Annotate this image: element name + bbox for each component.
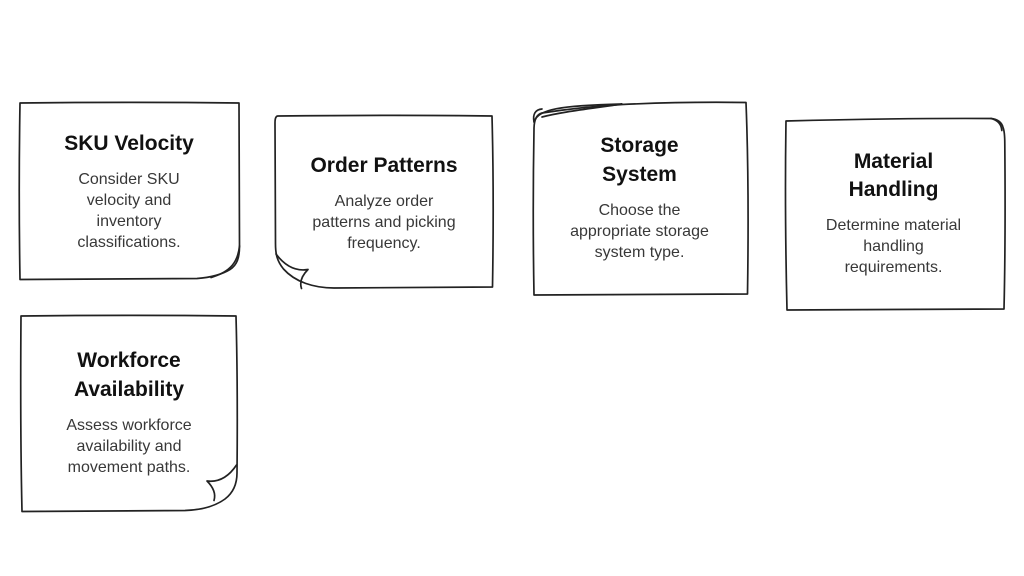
- note-title: SKU Velocity: [64, 132, 194, 156]
- sticky-note-workforce-availability: Workforce Availability Assess workforce …: [15, 313, 243, 513]
- note-title: Order Patterns: [310, 153, 458, 177]
- sticky-note-shape: [19, 314, 239, 513]
- note-content: Workforce Availability Assess workforce …: [15, 347, 243, 478]
- note-title: Material Handling: [848, 149, 939, 202]
- note-content: Storage System Choose the appropriate st…: [526, 132, 753, 263]
- note-title: Storage System: [600, 134, 679, 186]
- note-body: Determine material handling requirements…: [825, 217, 962, 277]
- note-title: Workforce Availability: [73, 349, 185, 401]
- note-content: Order Patterns Analyze order patterns an…: [270, 152, 498, 255]
- sticky-note-shape: [532, 101, 749, 296]
- sticky-note-shape: [784, 117, 1006, 311]
- note-content: SKU Velocity Consider SKU velocity and i…: [15, 130, 243, 254]
- note-body: Analyze order patterns and picking frequ…: [312, 192, 456, 252]
- note-body: Choose the appropriate storage system ty…: [570, 201, 709, 261]
- sticky-note-storage-system: Storage System Choose the appropriate st…: [526, 98, 753, 298]
- sticky-note-sku-velocity: SKU Velocity Consider SKU velocity and i…: [15, 100, 243, 284]
- note-content: Material Handling Determine material han…: [779, 148, 1008, 279]
- note-body: Consider SKU velocity and inventory clas…: [77, 171, 181, 252]
- sticky-note-shape: [18, 101, 241, 281]
- note-body: Assess workforce availability and moveme…: [66, 416, 192, 476]
- sticky-note-order-patterns: Order Patterns Analyze order patterns an…: [270, 113, 498, 293]
- sticky-note-shape: [274, 114, 495, 290]
- sticky-note-material-handling: Material Handling Determine material han…: [779, 114, 1008, 313]
